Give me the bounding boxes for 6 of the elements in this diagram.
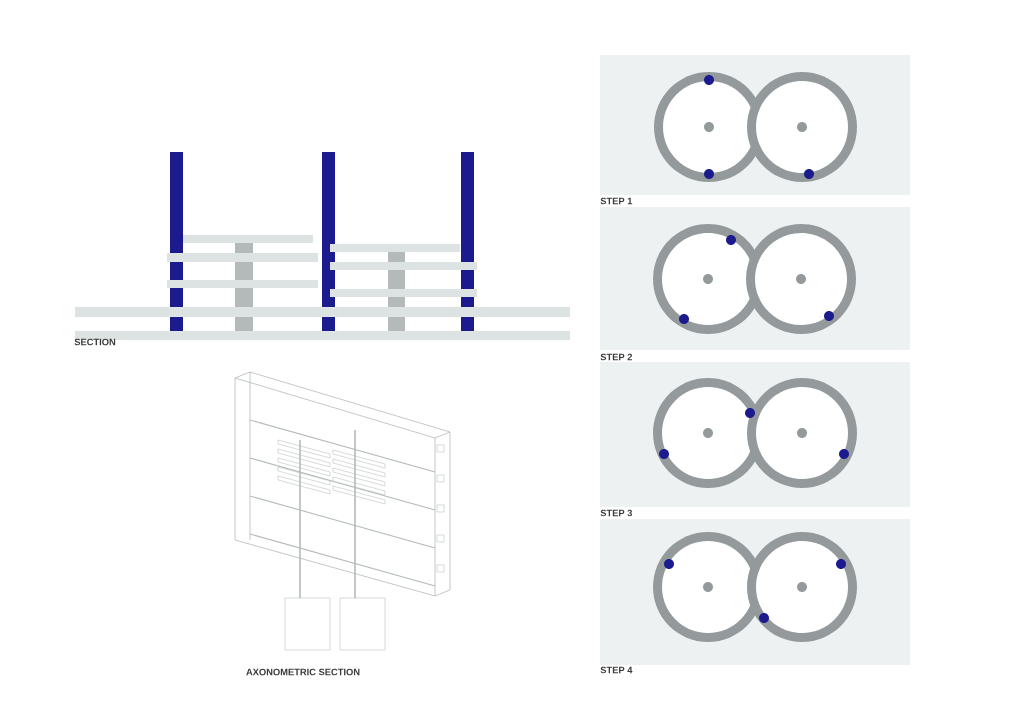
caption-label: STEP 3 bbox=[600, 509, 633, 517]
caption-label: STEP 1 bbox=[600, 197, 633, 205]
caption-label: STEP 2 bbox=[600, 353, 633, 361]
caption-label: STEP 4 bbox=[600, 666, 633, 674]
caption-label: AXONOMETRIC SECTION bbox=[246, 668, 360, 676]
caption-label: SECTION bbox=[74, 338, 116, 346]
